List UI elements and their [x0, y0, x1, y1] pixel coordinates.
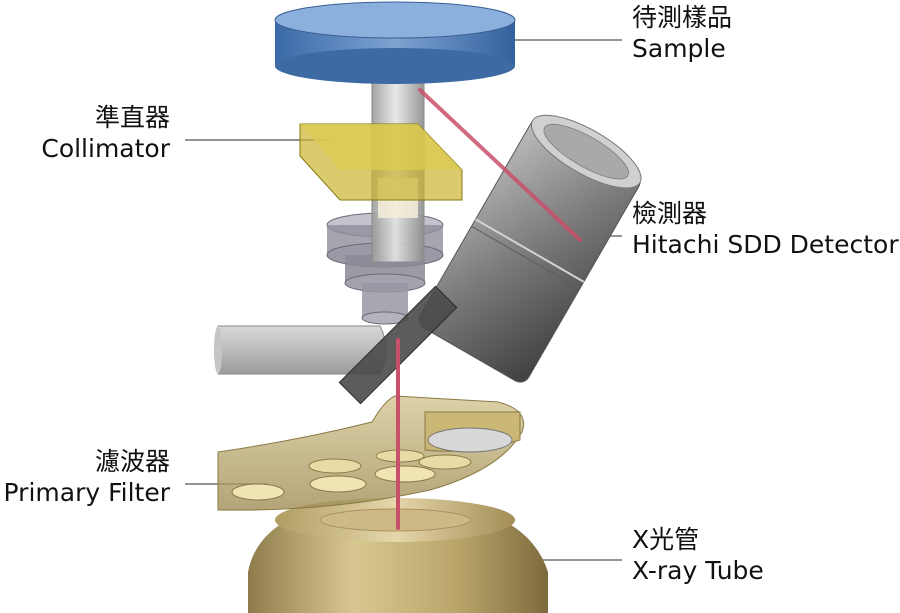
label-sample-zh: 待測樣品 — [632, 3, 733, 32]
label-collimator-en: Collimator — [41, 134, 170, 164]
label-xray-tube-zh: X光管 — [632, 525, 700, 554]
label-detector-en: Hitachi SDD Detector — [632, 230, 899, 260]
label-primary-filter-zh: 濾波器 — [94, 447, 170, 476]
label-primary-filter: 濾波器 Primary Filter — [4, 446, 170, 509]
sample-icon — [274, 1, 516, 84]
detector-icon — [418, 114, 642, 383]
label-primary-filter-en: Primary Filter — [3, 478, 170, 508]
label-sample-en: Sample — [632, 34, 726, 64]
label-detector-zh: 檢測器 — [632, 199, 708, 228]
label-xray-tube-en: X-ray Tube — [632, 556, 764, 586]
label-detector: 檢測器 Hitachi SDD Detector — [632, 198, 899, 261]
label-collimator-zh: 準直器 — [94, 103, 170, 132]
fluorescence-beam — [418, 88, 582, 242]
label-sample: 待測樣品 Sample — [632, 2, 732, 65]
xray-beams — [396, 88, 582, 530]
xray-tube-icon — [248, 498, 548, 613]
primary-filter-icon — [217, 395, 524, 511]
label-xray-tube: X光管 X-ray Tube — [632, 524, 764, 587]
collimator-icon — [299, 123, 463, 201]
label-collimator: 準直器 Collimator — [41, 102, 170, 165]
